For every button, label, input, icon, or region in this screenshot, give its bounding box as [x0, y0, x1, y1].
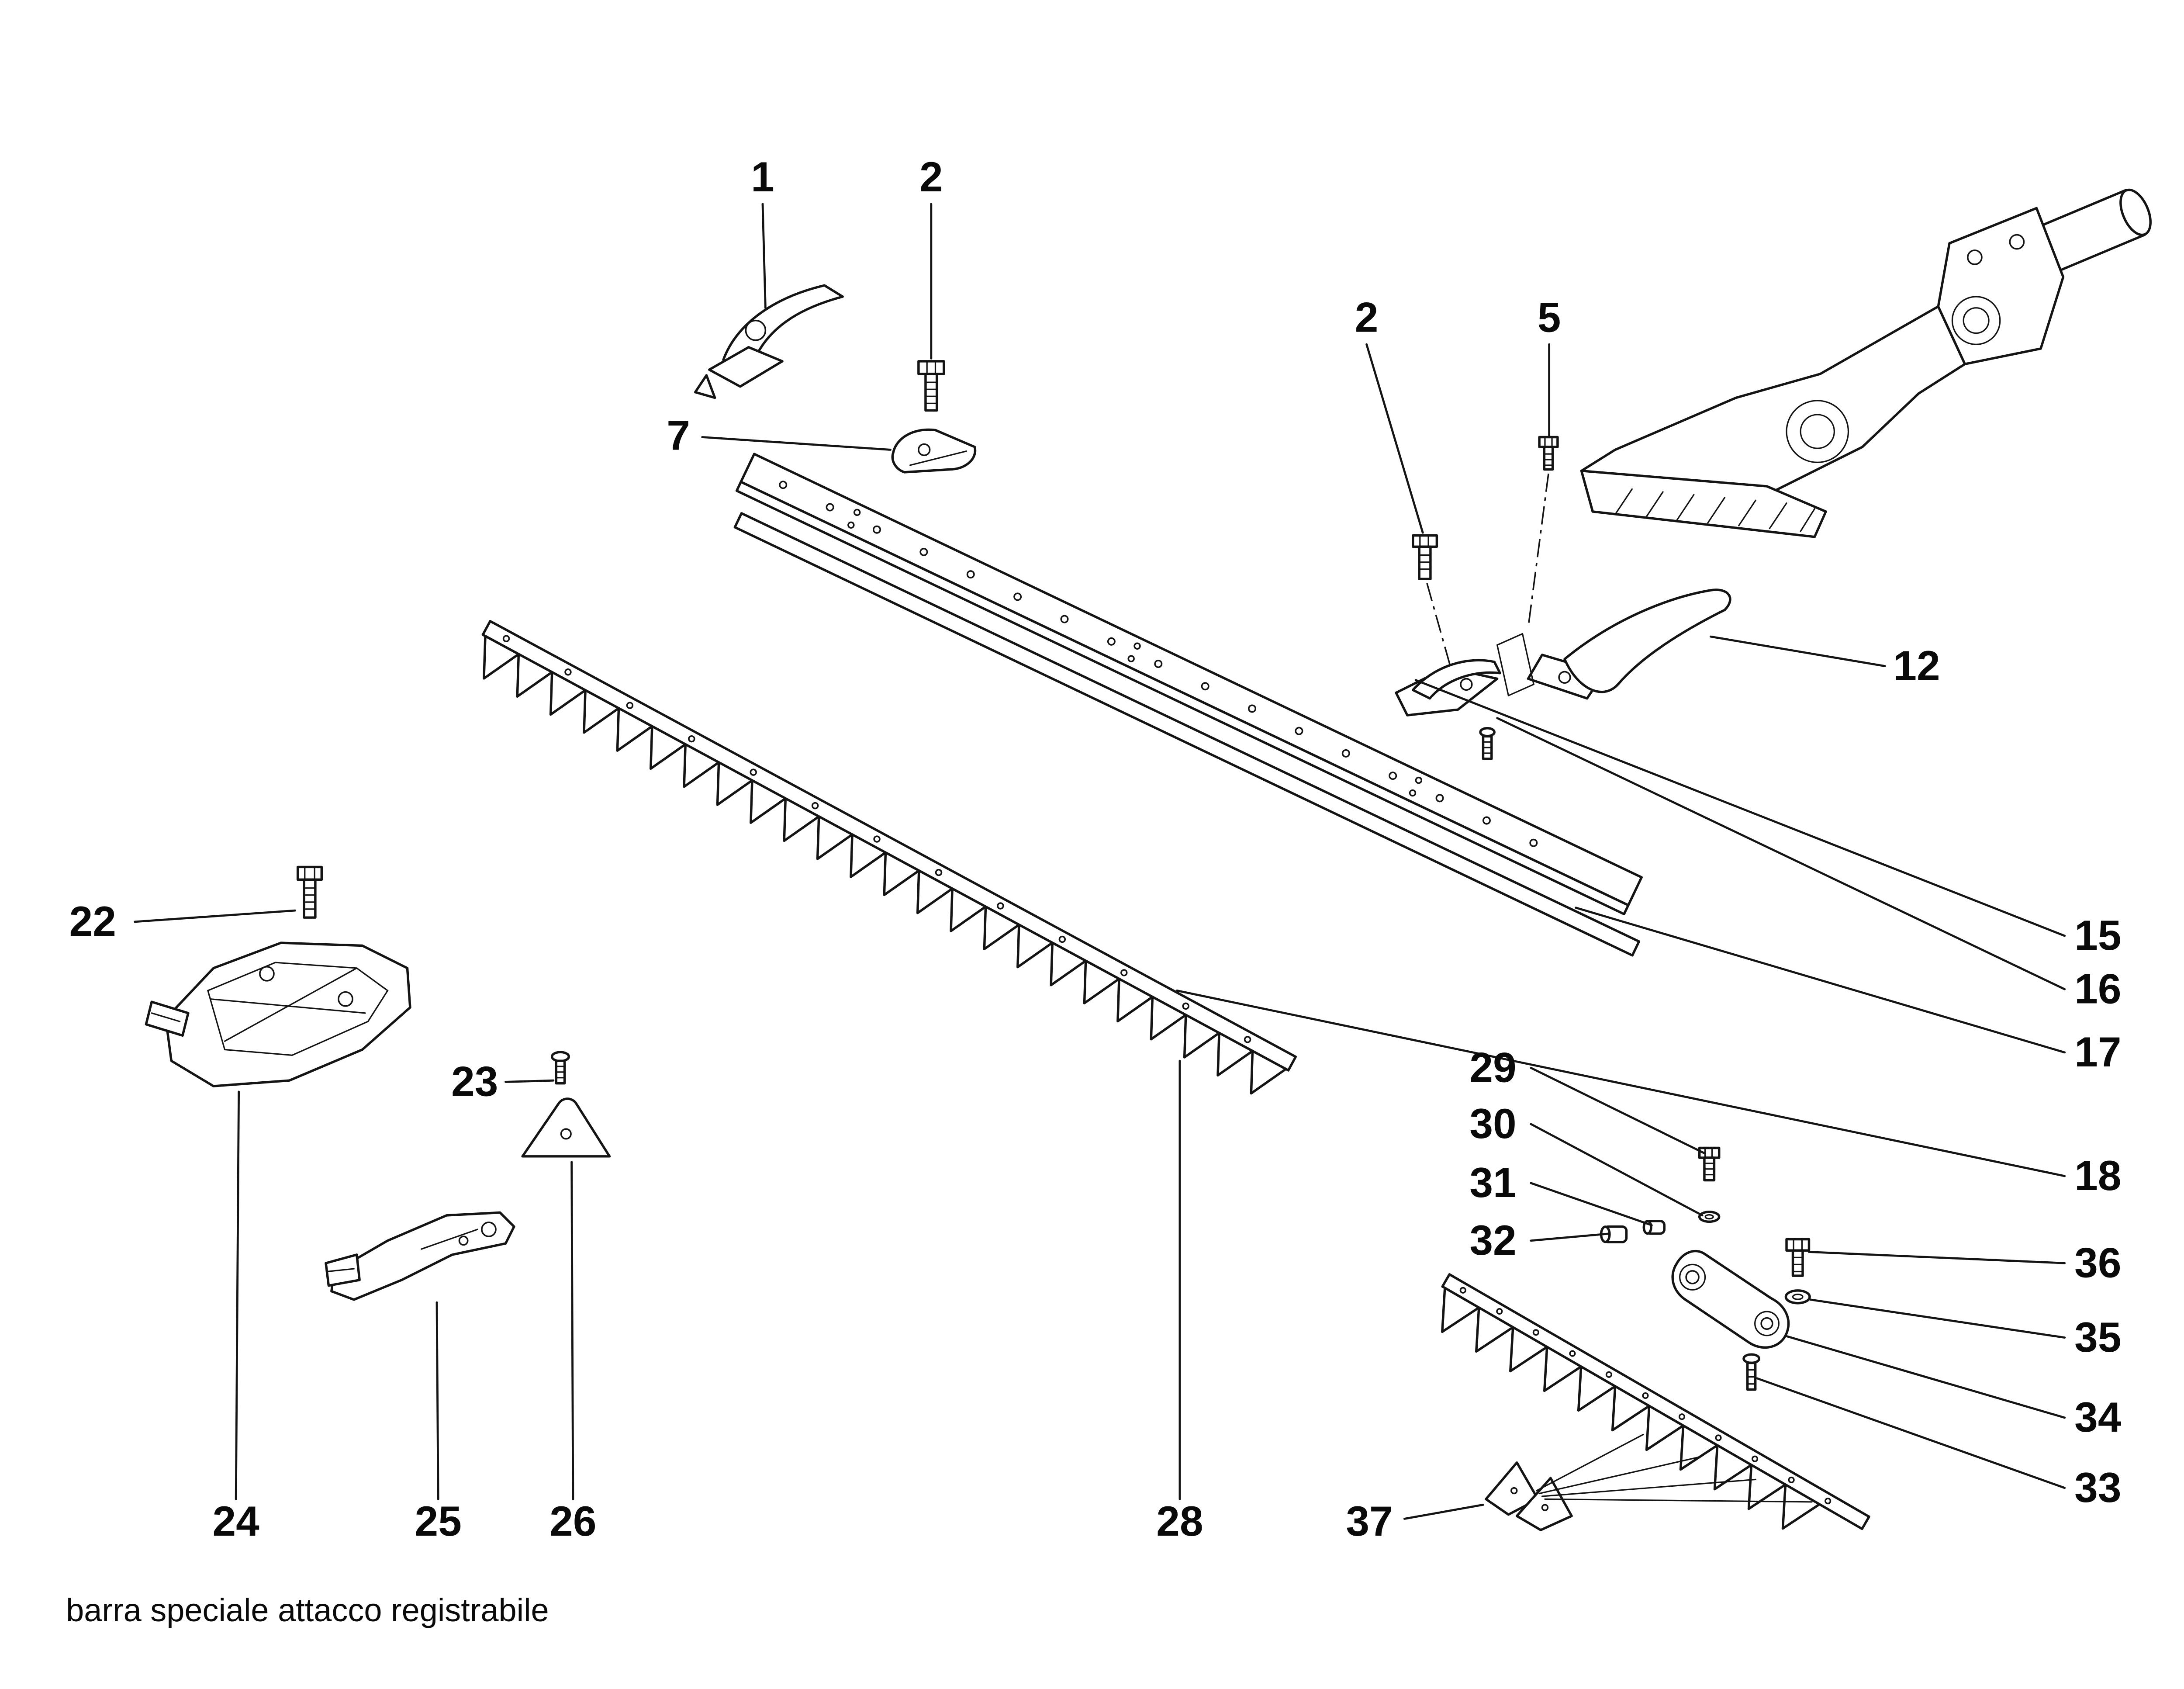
bolt-2-left: [917, 360, 945, 412]
callout-17: 17: [2074, 1029, 2121, 1076]
knife-sections-37: [1485, 1461, 1573, 1531]
leader-29: [1530, 1066, 1706, 1155]
callout-1: 1: [751, 154, 774, 201]
callout-5: 5: [1538, 294, 1561, 341]
callout-32: 32: [1469, 1217, 1516, 1264]
caption: barra speciale attacco registrabile: [66, 1592, 549, 1628]
callout-2-left: 2: [919, 154, 943, 201]
callout-18: 18: [2074, 1153, 2121, 1199]
washer-30: [1698, 1211, 1721, 1223]
callout-28: 28: [1156, 1498, 1203, 1545]
callout-2-right: 2: [1355, 294, 1379, 341]
bolt-2-right: [1411, 534, 1438, 581]
knife-blade-lower: [1441, 1273, 1870, 1530]
leader-22: [134, 909, 296, 923]
leader-7: [701, 436, 892, 451]
leader-15: [1414, 679, 2066, 937]
callout-31: 31: [1469, 1159, 1516, 1206]
callout-29: 29: [1469, 1044, 1516, 1091]
callout-15: 15: [2074, 912, 2121, 959]
bar-holes: [779, 481, 1538, 847]
callout-12: 12: [1893, 643, 1940, 689]
wedge-7: [891, 428, 977, 474]
clamp-24: [145, 941, 411, 1087]
lower-blade-holes: [1459, 1287, 1832, 1505]
leader-12: [1709, 635, 1886, 668]
callout-26: 26: [549, 1498, 596, 1545]
washer-35: [1784, 1289, 1811, 1305]
callout-25: 25: [415, 1498, 462, 1545]
callout-35: 35: [2074, 1314, 2121, 1361]
callout-23: 23: [451, 1059, 498, 1105]
knife-section-26: [521, 1097, 611, 1158]
bolt-22: [296, 865, 323, 919]
callout-24: 24: [213, 1498, 260, 1545]
bolt-36: [1785, 1238, 1811, 1277]
clip-assembly-right: [1395, 633, 1535, 760]
leader-26: [570, 1161, 574, 1500]
leader-1: [761, 203, 767, 309]
leader-37: [1403, 1503, 1484, 1520]
leader-32: [1530, 1232, 1611, 1242]
callout-7: 7: [667, 412, 690, 459]
callout-22: 22: [69, 898, 116, 945]
callout-30: 30: [1469, 1101, 1516, 1147]
leader-33: [1756, 1377, 2066, 1489]
leader-18: [1176, 989, 2066, 1177]
leader-25: [435, 1301, 439, 1500]
screw-33: [1742, 1353, 1761, 1391]
clip-1: [694, 284, 844, 399]
attachment-bracket: [1580, 188, 2152, 538]
callout-16: 16: [2074, 966, 2121, 1012]
leader-36: [1808, 1251, 2066, 1264]
leader-34: [1785, 1335, 2066, 1419]
link-34: [1671, 1250, 1790, 1349]
cutter-bar: [733, 453, 1643, 957]
lever-12: [1527, 588, 1731, 700]
leader-31: [1530, 1182, 1653, 1226]
leader-17: [1575, 907, 2066, 1054]
fan-lines-37: [1536, 1433, 1813, 1503]
leader-35: [1809, 1298, 2066, 1339]
screw-23: [550, 1051, 570, 1085]
leader-23: [505, 1079, 555, 1083]
leader-16: [1496, 717, 2066, 990]
callout-37: 37: [1346, 1498, 1393, 1545]
bolt-29: [1698, 1146, 1721, 1182]
leader-2-right: [1365, 343, 1424, 534]
centerline-bolt-5: [1527, 473, 1549, 629]
callout-34: 34: [2074, 1394, 2122, 1441]
bolt-5: [1538, 436, 1559, 471]
centerline-bolt-2: [1426, 583, 1453, 674]
callout-33: 33: [2074, 1464, 2121, 1511]
knife-rivets: [502, 635, 1251, 1043]
callouts: 1 2 7 2 5 12 15 16 17 18 22 23 24 25 26 …: [69, 154, 2122, 1545]
leader-24: [235, 1090, 240, 1500]
leader-lines: [134, 203, 2066, 1520]
knife-head-25: [325, 1211, 515, 1301]
screw-16: [1479, 727, 1496, 760]
knife-blade-28: [481, 620, 1297, 1095]
leader-30: [1530, 1123, 1704, 1217]
callout-36: 36: [2074, 1239, 2121, 1286]
